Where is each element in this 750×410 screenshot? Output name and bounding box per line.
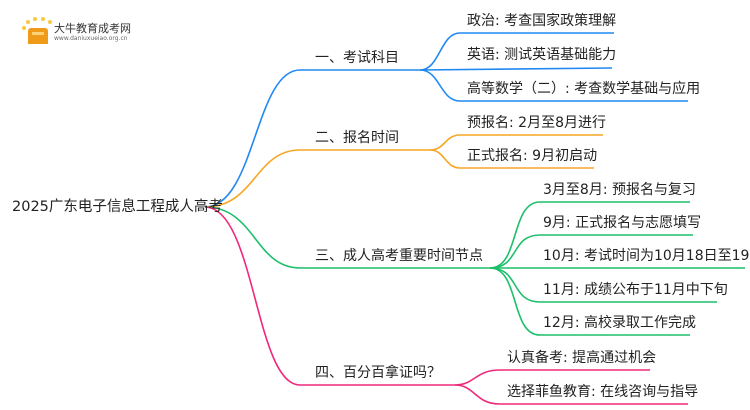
leaf: 英语: 测试英语基础能力 [467,47,617,63]
leaf: 3月至8月: 预报名与复习 [543,182,696,198]
leaf: 预报名: 2月至8月进行 [467,115,606,131]
leaf: 认真备考: 提高通过机会 [507,350,657,366]
edge-b1-c3 [419,69,688,102]
root-node: 2025广东电子信息工程成人高考 [12,199,223,215]
edge-root-b3 [204,206,490,269]
leaf: 9月: 正式报名与志愿填写 [543,215,702,231]
edge-root-b4 [204,206,455,386]
branch-4: 四、百分百拿证吗？ [315,365,441,381]
edge-b3-c2 [489,234,693,269]
leaf: 高等数学（二）: 考查数学基础与应用 [467,81,701,97]
leaf: 选择菲鱼教育: 在线咨询与指导 [507,384,699,400]
edge-b3-c5 [489,267,690,336]
edge-b2-c1 [429,134,603,151]
leaf: 12月: 高校录取工作完成 [543,315,696,331]
leaf: 11月: 成绩公布于11月中下旬 [543,282,728,298]
edge-root-b2 [204,149,430,208]
edge-b1-c1 [419,32,614,71]
edge-b3-c1 [489,201,690,269]
leaf: 正式报名: 9月初启动 [467,148,598,164]
branch-2: 二、报名时间 [315,130,399,146]
leaf: 政治: 考查国家政策理解 [467,13,617,29]
logo-url: www.daniuxueiao.org.cn [54,35,128,42]
leaf: 10月: 考试时间为10月18日至19日 [543,248,750,264]
logo-title: 大牛教育成考网 [54,22,131,35]
edge-b2-c2 [429,149,594,169]
edge-b4-c2 [454,384,688,405]
edge-b3-c4 [489,267,717,303]
edge-b1-c2 [419,67,613,71]
branch-3: 三、成人高考重要时间节点 [315,248,483,264]
edge-root-b1 [204,69,420,208]
branch-1: 一、考试科目 [315,50,399,66]
book-logo-icon [22,17,52,44]
edge-b4-c1 [454,369,650,386]
